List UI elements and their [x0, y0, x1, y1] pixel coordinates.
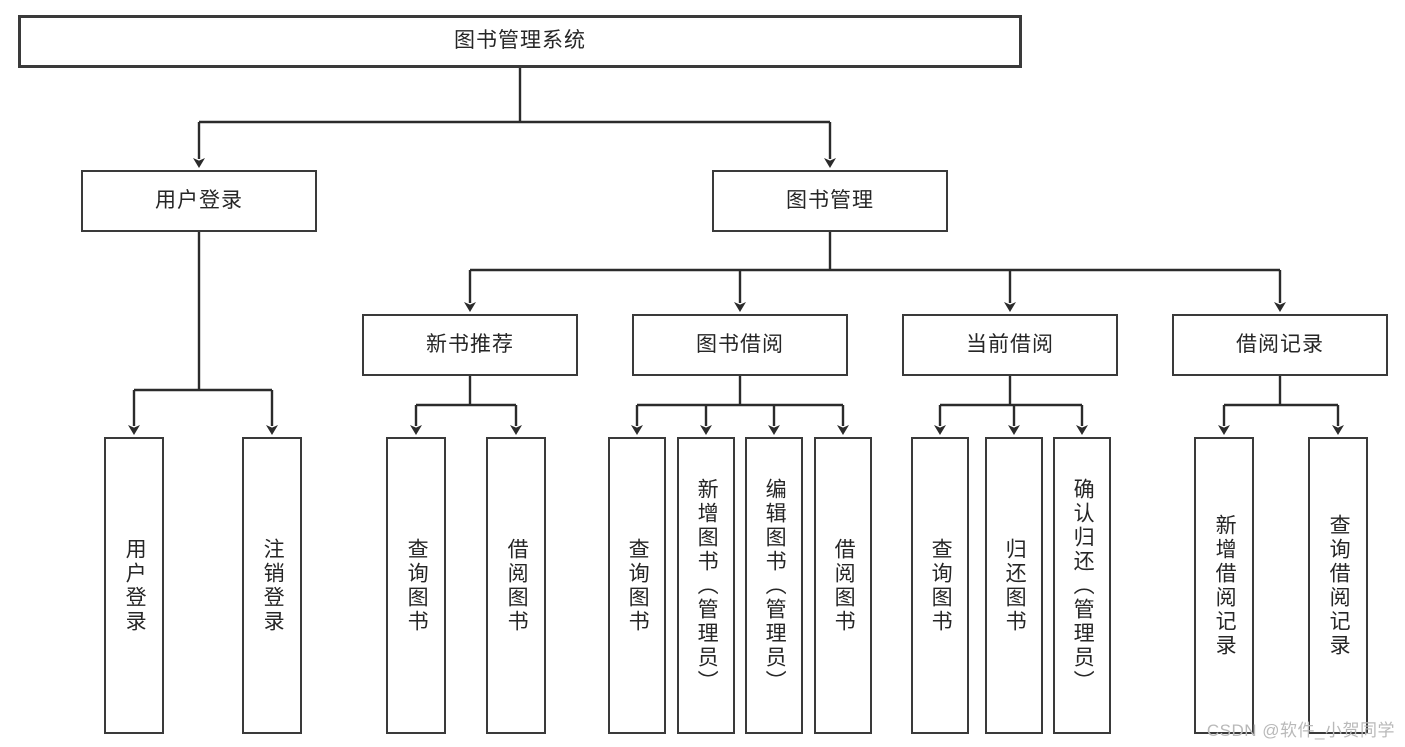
- node-label: 查询图书: [929, 537, 953, 634]
- node-leaf-user-login[interactable]: 用户登录: [104, 437, 164, 734]
- node-leaf-add-book[interactable]: 新增图书（管理员）: [677, 437, 735, 734]
- node-label: 借阅图书: [832, 537, 856, 634]
- node-leaf-return-book[interactable]: 归还图书: [985, 437, 1043, 734]
- node-root[interactable]: 图书管理系统: [18, 15, 1022, 68]
- node-leaf-query-book-3[interactable]: 查询图书: [911, 437, 969, 734]
- node-label: 用户登录: [155, 188, 243, 212]
- node-label: 查询图书: [626, 537, 650, 634]
- node-user-login[interactable]: 用户登录: [81, 170, 317, 232]
- node-leaf-add-record[interactable]: 新增借阅记录: [1194, 437, 1254, 734]
- node-current-borrow[interactable]: 当前借阅: [902, 314, 1118, 376]
- node-borrow-record[interactable]: 借阅记录: [1172, 314, 1388, 376]
- node-label: 确认归还（管理员）: [1071, 477, 1095, 694]
- node-label: 新增图书（管理员）: [695, 477, 719, 694]
- connector-lines: [128, 68, 1344, 435]
- node-label: 新书推荐: [426, 332, 514, 356]
- node-leaf-confirm-return[interactable]: 确认归还（管理员）: [1053, 437, 1111, 734]
- node-book-manage[interactable]: 图书管理: [712, 170, 948, 232]
- node-label: 当前借阅: [966, 332, 1054, 356]
- node-label: 归还图书: [1003, 537, 1027, 634]
- node-label: 用户登录: [123, 537, 147, 634]
- node-leaf-edit-book[interactable]: 编辑图书（管理员）: [745, 437, 803, 734]
- node-label: 图书借阅: [696, 332, 784, 356]
- node-label: 图书管理: [786, 188, 874, 212]
- node-leaf-query-book-2[interactable]: 查询图书: [608, 437, 666, 734]
- node-book-borrow[interactable]: 图书借阅: [632, 314, 848, 376]
- node-new-book-recommend[interactable]: 新书推荐: [362, 314, 578, 376]
- node-label: 借阅图书: [505, 537, 529, 634]
- node-label: 编辑图书（管理员）: [763, 477, 787, 694]
- node-label: 图书管理系统: [454, 29, 586, 53]
- node-label: 注销登录: [261, 537, 285, 634]
- node-label: 查询图书: [405, 537, 429, 634]
- node-label: 查询借阅记录: [1327, 513, 1351, 658]
- node-label: 新增借阅记录: [1213, 513, 1237, 658]
- node-leaf-query-book-1[interactable]: 查询图书: [386, 437, 446, 734]
- node-leaf-query-record[interactable]: 查询借阅记录: [1308, 437, 1368, 734]
- node-leaf-borrow-book-2[interactable]: 借阅图书: [814, 437, 872, 734]
- node-label: 借阅记录: [1236, 332, 1324, 356]
- node-leaf-borrow-book-1[interactable]: 借阅图书: [486, 437, 546, 734]
- node-leaf-logout-login[interactable]: 注销登录: [242, 437, 302, 734]
